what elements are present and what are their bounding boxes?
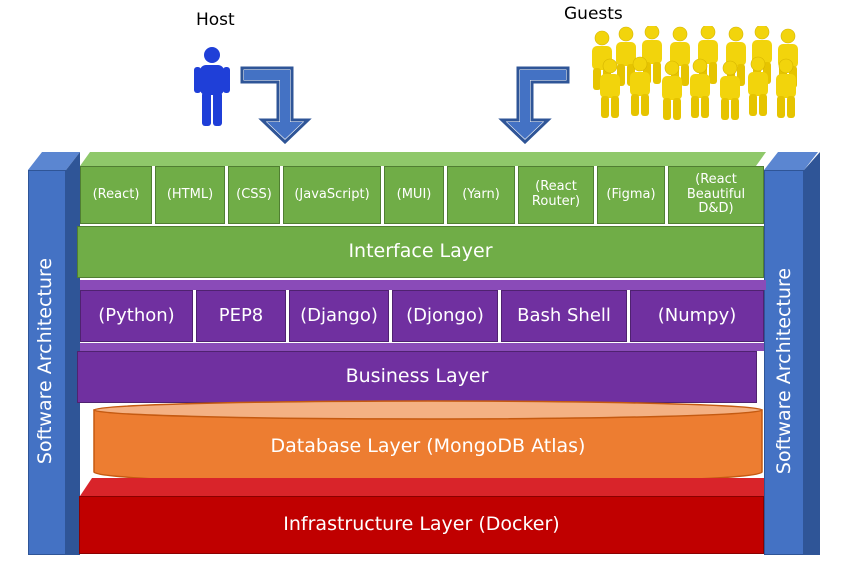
infrastructure-layer-top: [80, 478, 764, 496]
business-tool: (Djongo): [392, 290, 498, 342]
left-pillar-side: [66, 152, 80, 555]
interface-tools-top: [80, 152, 766, 166]
interface-tool: (React): [80, 166, 152, 224]
right-pillar-side: [804, 152, 820, 555]
database-layer: Database Layer (MongoDB Atlas): [270, 435, 586, 458]
interface-tool: (React Beautiful D&D): [668, 166, 764, 224]
left-pillar-top: [28, 152, 80, 170]
database-cylinder: [93, 400, 763, 485]
bent-arrow-down-icon: [498, 66, 570, 144]
business-tool: (Django): [289, 290, 389, 342]
left-pillar: [28, 170, 66, 555]
right-pillar-top: [764, 152, 818, 170]
guests-label: Guests: [564, 4, 623, 24]
business-layer-top: [80, 343, 764, 351]
interface-tool: (CSS): [228, 166, 280, 224]
host-label: Host: [196, 10, 235, 30]
crowd-icon: [591, 26, 799, 121]
infrastructure-layer: Infrastructure Layer (Docker): [79, 496, 764, 554]
person-icon: [194, 47, 230, 126]
interface-tool: (JavaScript): [283, 166, 381, 224]
right-pillar-label: Software Architecture: [773, 267, 795, 475]
business-tool: Bash Shell: [501, 290, 627, 342]
interface-tool: (React Router): [518, 166, 594, 224]
right-pillar: [764, 170, 804, 555]
left-pillar-label: Software Architecture: [34, 257, 56, 465]
business-tools-top: [80, 280, 766, 290]
business-tool: (Python): [80, 290, 193, 342]
bent-arrow-down-icon: [240, 66, 312, 144]
interface-tool: (Figma): [597, 166, 665, 224]
business-tool: PEP8: [196, 290, 286, 342]
business-layer: Business Layer: [77, 351, 757, 403]
interface-tool: (HTML): [155, 166, 225, 224]
interface-tool: (Yarn): [447, 166, 515, 224]
interface-layer: Interface Layer: [77, 226, 764, 278]
interface-tool: (MUI): [384, 166, 444, 224]
business-tool: (Numpy): [630, 290, 764, 342]
